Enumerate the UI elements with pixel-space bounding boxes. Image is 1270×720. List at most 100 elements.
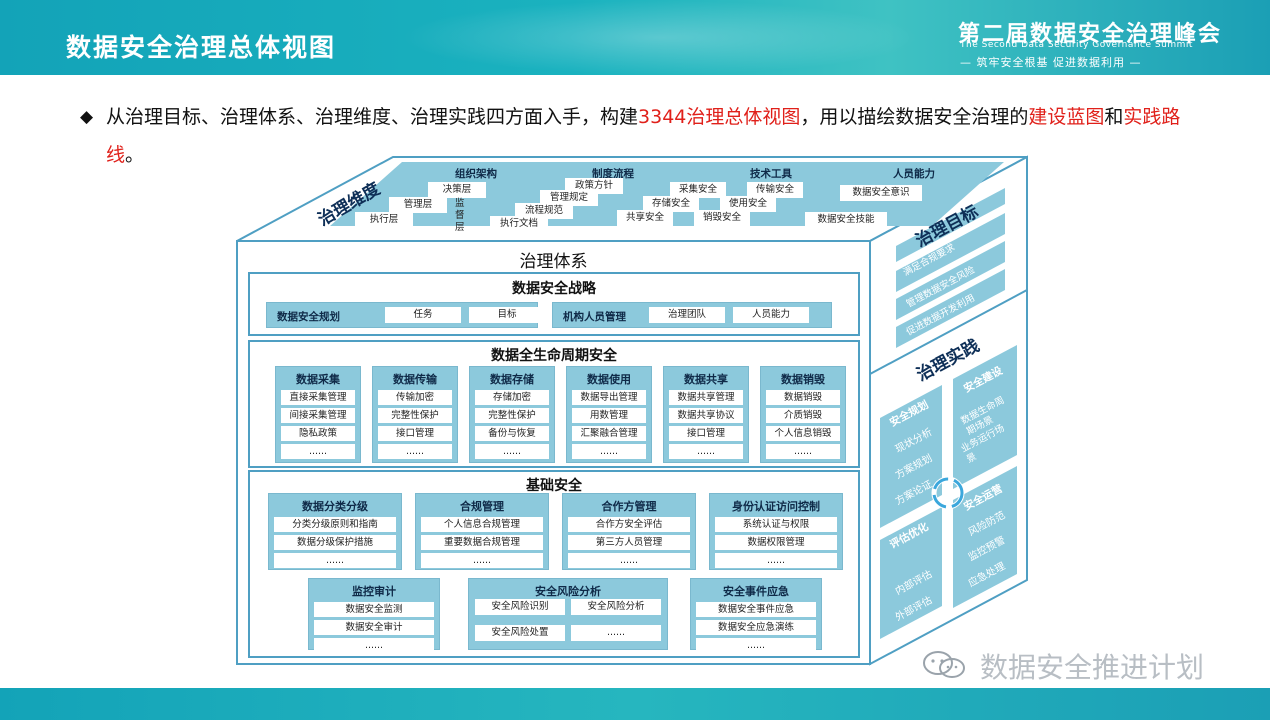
risk-card: 安全风险分析安全风险识别安全风险分析安全风险处置...... [468,578,668,650]
lifecycle-card-item: 备份与恢复 [475,426,549,441]
dim-org-item: 管理层 [389,197,447,213]
dim-process-title: 制度流程 [592,168,634,180]
lifecycle-card-item: 汇聚融合管理 [572,426,646,441]
strategy-planning-label: 数据安全规划 [277,311,340,323]
risk-card-item: 安全风险分析 [571,599,661,615]
strategy-org-item: 治理团队 [649,307,725,323]
strategy-title: 数据安全战略 [512,281,596,297]
strategy-section: 数据安全战略 数据安全规划 任务 目标 机构人员管理 治理团队 人员能力 [248,272,860,336]
lifecycle-title: 数据全生命周期安全 [491,348,617,364]
dim-tech-item: 存储安全 [643,196,699,212]
foundation-card-title: 合作方管理 [601,500,657,513]
dim-tech-item: 销毁安全 [694,210,750,226]
lifecycle-card: 数据传输传输加密完整性保护接口管理...... [372,366,458,463]
strategy-org-card: 机构人员管理 治理团队 人员能力 [552,302,832,328]
dim-org-title: 组织架构 [455,168,497,180]
dim-people-title: 人员能力 [893,168,935,180]
foundation-card-item: ...... [421,553,543,568]
dim-people-item: 数据安全技能 [805,212,887,228]
lifecycle-card-title: 数据共享 [684,373,728,386]
slide-title: 数据安全治理总体视图 [66,33,337,62]
lifecycle-card-title: 数据使用 [587,373,631,386]
intro-text-3: 和 [1104,106,1124,128]
dim-org-item: 决策层 [428,182,486,198]
lifecycle-card-item: 接口管理 [378,426,452,441]
lifecycle-card-item: 个人信息销毁 [766,426,840,441]
lifecycle-card-item: ...... [378,444,452,459]
dim-process-item: 管理规定 [540,190,598,206]
lifecycle-card-item: 传输加密 [378,390,452,405]
lifecycle-card-item: ...... [572,444,646,459]
risk-card-title: 安全风险分析 [535,585,601,598]
intro-highlight-view: 3344治理总体视图 [638,106,801,128]
risk-card-item: 安全风险识别 [475,599,565,615]
audit-card-item: 数据安全监测 [314,602,434,617]
intro-paragraph: ◆ 从治理目标、治理体系、治理维度、治理实践四方面入手，构建3344治理总体视图… [80,98,1210,174]
wechat-icon [923,651,965,678]
foundation-card-item: ...... [715,553,837,568]
lifecycle-card-item: 存储加密 [475,390,549,405]
watermark-text: 数据安全推进计划 [980,651,1205,684]
incident-card-item: ...... [696,638,816,653]
summit-english-name: The Second Data Security Governance Summ… [960,40,1193,50]
dim-process-item: 执行文档 [490,216,548,232]
summit-name: 第二届数据安全治理峰会 [958,22,1223,47]
strategy-org-label: 机构人员管理 [563,311,626,323]
lifecycle-card-item: 间接采集管理 [281,408,355,423]
lifecycle-card: 数据共享数据共享管理数据共享协议接口管理...... [663,366,749,463]
foundation-card-title: 数据分类分级 [302,500,368,513]
risk-card-item: ...... [571,625,661,641]
audit-card-title: 监控审计 [352,585,396,598]
dim-tech-item: 传输安全 [747,182,803,198]
audit-card-item: 数据安全审计 [314,620,434,635]
risk-card-item: 安全风险处置 [475,625,565,641]
audit-card: 监控审计数据安全监测数据安全审计...... [308,578,440,653]
foundation-card-item: 个人信息合规管理 [421,517,543,532]
incident-card: 安全事件应急数据安全事件应急数据安全应急演练...... [690,578,822,653]
audit-card-item: ...... [314,638,434,653]
lifecycle-card: 数据存储存储加密完整性保护备份与恢复...... [469,366,555,463]
lifecycle-card-title: 数据采集 [296,373,340,386]
bullet-diamond-icon: ◆ [80,107,94,127]
lifecycle-card-item: ...... [281,444,355,459]
foundation-card-item: ...... [274,553,396,568]
dim-people-item: 数据安全意识 [840,185,922,201]
foundation-card-item: 数据分级保护措施 [274,535,396,550]
foundation-card: 合作方管理合作方安全评估第三方人员管理...... [562,493,696,570]
strategy-planning-card: 数据安全规划 任务 目标 [266,302,545,328]
summit-slogan: — 筑牢安全根基 促进数据利用 — [960,56,1142,69]
lifecycle-card-title: 数据传输 [393,373,437,386]
dim-tech-item: 采集安全 [670,182,726,198]
lifecycle-card-item: 数据共享协议 [669,408,743,423]
foundation-title: 基础安全 [526,478,582,494]
lifecycle-card-item: 完整性保护 [475,408,549,423]
footer-bar [0,688,1270,720]
strategy-planning-item: 目标 [469,307,545,323]
lifecycle-card-item: ...... [475,444,549,459]
header-bar: 数据安全治理总体视图 第二届数据安全治理峰会 The Second Data S… [0,0,1270,75]
lifecycle-card-item: 完整性保护 [378,408,452,423]
lifecycle-card-item: 直接采集管理 [281,390,355,405]
foundation-card-item: 第三方人员管理 [568,535,690,550]
intro-highlight-route: 实践路线 [106,106,1181,166]
incident-card-title: 安全事件应急 [723,585,789,598]
lifecycle-card-item: 接口管理 [669,426,743,441]
lifecycle-card-item: 隐私政策 [281,426,355,441]
system-label: 治理体系 [519,252,588,272]
foundation-card-item: 合作方安全评估 [568,517,690,532]
lifecycle-card-item: 数据共享管理 [669,390,743,405]
incident-card-item: 数据安全应急演练 [696,620,816,635]
lifecycle-card-title: 数据销毁 [781,373,825,386]
intro-highlight-blueprint: 建设蓝图 [1028,106,1105,128]
dim-org-supervise: 监督层 [455,198,465,233]
dim-tech-item: 共享安全 [617,210,673,226]
strategy-org-item: 人员能力 [733,307,809,323]
lifecycle-card-title: 数据存储 [490,373,534,386]
lifecycle-card-item: ...... [669,444,743,459]
foundation-card-item: 重要数据合规管理 [421,535,543,550]
lifecycle-card-item: ...... [766,444,840,459]
dim-tech-title: 技术工具 [750,168,792,180]
foundation-card-item: ...... [568,553,690,568]
lifecycle-card: 数据销毁数据销毁介质销毁个人信息销毁...... [760,366,846,463]
